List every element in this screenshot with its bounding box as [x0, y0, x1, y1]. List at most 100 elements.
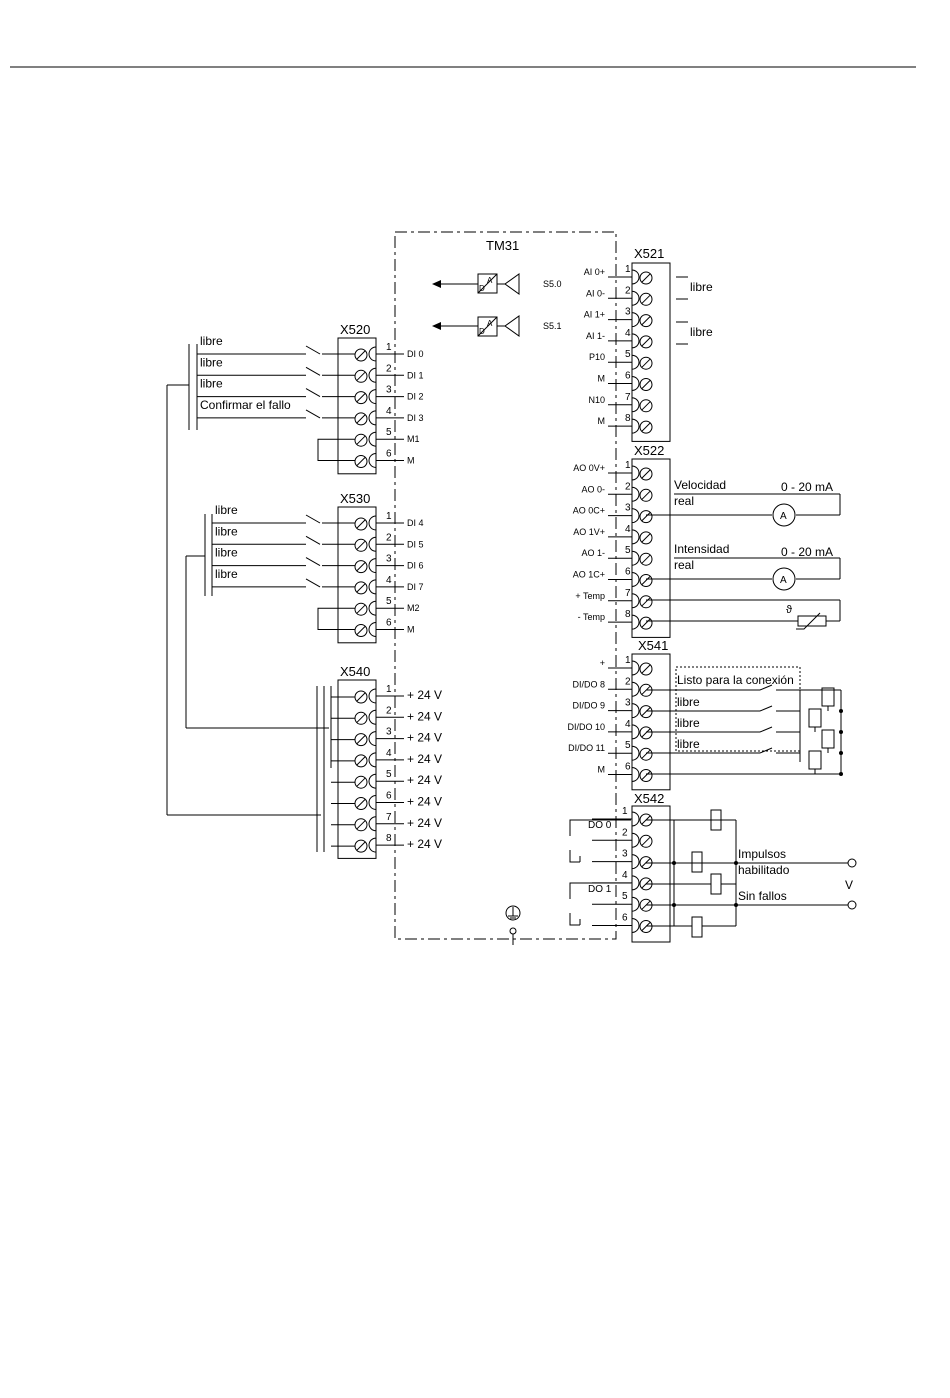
output-speed-label: Velocidad — [674, 478, 726, 492]
x540-pin-number: 2 — [386, 705, 392, 716]
x520-pin-number: 1 — [386, 342, 392, 353]
connector-x530-housing — [337, 506, 377, 644]
x541-signal-label: DI/DO 8 — [572, 679, 605, 689]
x521-signal-label: N10 — [588, 395, 605, 405]
x520-signal-label: M1 — [407, 434, 420, 444]
x521-signal-label: AI 1- — [586, 331, 605, 341]
screw-terminal-icon — [354, 433, 368, 447]
screw-terminal-icon — [639, 292, 653, 306]
x540-signal-label: + 24 V — [407, 709, 442, 723]
output-speed-label-2: real — [674, 494, 694, 508]
x521-free-label: libre — [690, 325, 713, 339]
x520-input-label: Confirmar el fallo — [200, 398, 291, 412]
x522-signal-label: AO 1- — [581, 548, 605, 558]
adc-d-label: D — [479, 284, 485, 293]
x522-pin-number: 6 — [625, 567, 631, 578]
x540-pin-number: 8 — [386, 833, 392, 844]
x520-pin-number: 6 — [386, 449, 392, 460]
connector-x520-title: X520 — [340, 322, 370, 337]
x520-signal-label: DI 0 — [407, 349, 424, 359]
connector-x540-title: X540 — [340, 664, 370, 679]
x542-pin-number: 6 — [622, 913, 628, 924]
screw-terminal-icon — [639, 856, 653, 870]
svg-text:A: A — [487, 319, 493, 328]
connector-x541-title: X541 — [638, 638, 668, 653]
x522-signal-label: AO 0- — [581, 484, 605, 494]
screw-terminal-icon — [639, 747, 653, 761]
x530-input-label: libre — [215, 503, 238, 517]
x540-signal-label: + 24 V — [407, 773, 442, 787]
screw-terminal-icon — [354, 391, 368, 405]
x520-pin-number: 4 — [386, 406, 392, 417]
x541-signal-label: DI/DO 11 — [568, 743, 605, 753]
x522-pin-number: 1 — [625, 460, 631, 471]
x540-signal-label: + 24 V — [407, 816, 442, 830]
x530-input-label: libre — [215, 546, 238, 560]
x542-pin-number: 3 — [622, 849, 628, 860]
output-ready-label: Listo para la conexión — [677, 673, 794, 687]
svg-text:A: A — [780, 575, 787, 586]
x541-pin-number: 1 — [625, 655, 631, 666]
x540-pin-number: 1 — [386, 684, 392, 695]
screw-terminal-icon — [639, 616, 653, 630]
ammeter-current-icon: A — [646, 557, 841, 591]
svg-text:A: A — [780, 511, 787, 522]
x542-pin-number: 1 — [622, 806, 628, 817]
x540-pin-number: 3 — [386, 727, 392, 738]
switch-s5-0-label: S5.0 — [543, 279, 562, 289]
screw-terminal-icon — [639, 356, 653, 370]
x540-pin-number: 5 — [386, 769, 392, 780]
screw-terminal-icon — [639, 662, 653, 676]
x522-signal-label: + Temp — [575, 591, 605, 601]
x522-signal-label: AO 1C+ — [573, 570, 605, 580]
x540-signal-label: + 24 V — [407, 731, 442, 745]
x530-pin-number: 3 — [386, 554, 392, 565]
x522-signal-label: - Temp — [578, 612, 605, 622]
screw-terminal-icon — [639, 488, 653, 502]
x530-input-1: libre — [212, 524, 355, 545]
x540-pin-number: 6 — [386, 791, 392, 802]
x521-signal-label: M — [598, 374, 606, 384]
x520-input-label: libre — [200, 377, 223, 391]
output-no-fault-label: Sin fallos — [738, 889, 787, 903]
x521-pin-number: 2 — [625, 285, 631, 296]
supply-voltage-label: V — [845, 878, 853, 892]
x521-pin-number: 4 — [625, 328, 631, 339]
screw-terminal-icon — [354, 369, 368, 383]
x541-signal-label: DI/DO 9 — [572, 701, 605, 711]
connector-x522-title: X522 — [634, 443, 664, 458]
screw-terminal-icon — [354, 602, 368, 616]
screw-terminal-icon — [354, 517, 368, 531]
screw-terminal-icon — [639, 898, 653, 912]
x540-signal-label: + 24 V — [407, 795, 442, 809]
x540-pin-number: 4 — [386, 748, 392, 759]
output-speed-range: 0 - 20 mA — [781, 480, 833, 494]
screw-terminal-icon — [639, 834, 653, 848]
x530-input-0: libre — [212, 503, 355, 524]
x520-input-label: libre — [200, 334, 223, 348]
relay-do0-label: DO 0 — [588, 820, 612, 831]
ammeter-speed-icon: A — [646, 493, 841, 527]
x522-pin-number: 2 — [625, 481, 631, 492]
screw-terminal-icon — [639, 705, 653, 719]
x521-free-label: libre — [690, 280, 713, 294]
x520-signal-label: M — [407, 456, 415, 466]
x530-input-2: libre — [212, 546, 355, 567]
x542-pin-number: 4 — [622, 870, 628, 881]
x522-pin-number: 5 — [625, 545, 631, 556]
x530-signal-label: DI 7 — [407, 582, 424, 592]
x540-signal-label: + 24 V — [407, 688, 442, 702]
screw-terminal-icon — [639, 314, 653, 328]
output-pulses-label-2: habilitado — [738, 863, 790, 877]
output-pulses-label: Impulsos — [738, 847, 786, 861]
x530-signal-label: DI 4 — [407, 518, 424, 528]
x530-input-3: libre — [212, 567, 355, 588]
screw-terminal-icon — [639, 595, 653, 609]
screw-terminal-icon — [639, 877, 653, 891]
screw-terminal-icon — [354, 560, 368, 574]
x530-input-label: libre — [215, 567, 238, 581]
x530-signal-label: M2 — [407, 603, 420, 613]
